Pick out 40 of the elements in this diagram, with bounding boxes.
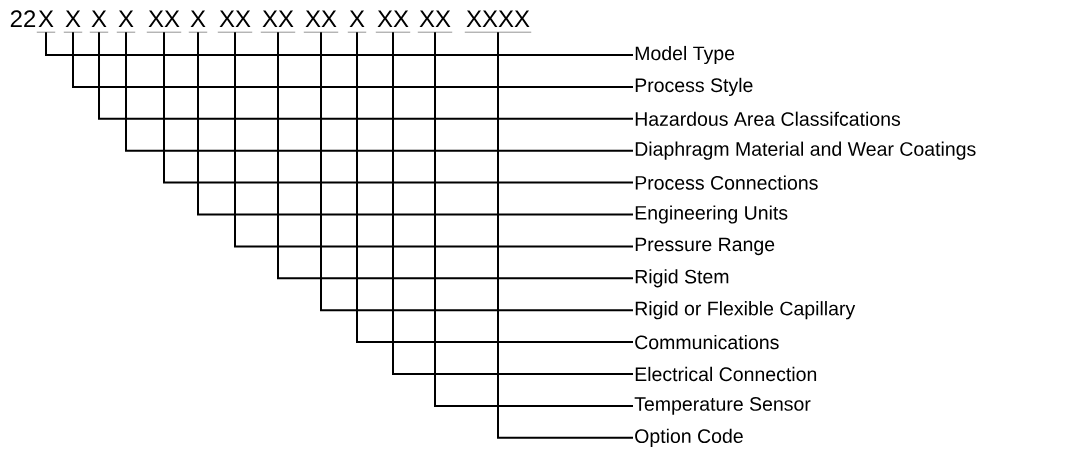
code-segment: X [116, 10, 136, 33]
leader-line [125, 31, 634, 152]
field-label: Communications [635, 334, 779, 350]
leader-line [45, 31, 634, 56]
leader-line [72, 31, 634, 88]
leader-line [277, 31, 634, 280]
code-segment: XX [303, 10, 339, 33]
code-segment: XX [375, 10, 411, 33]
code-segment: X [347, 10, 367, 33]
code-segment: XX [417, 10, 453, 33]
code-segment: XX [260, 10, 296, 33]
code-segment: XX [217, 10, 253, 33]
leader-line [163, 31, 634, 184]
field-label: Pressure Range [635, 237, 775, 256]
field-label: Electrical Connection [635, 366, 817, 382]
field-label: Process Style [635, 77, 753, 96]
field-label: Rigid or Flexible Capillary [635, 301, 856, 320]
field-label: Process Connections [635, 175, 818, 190]
code-segment: X [89, 10, 109, 33]
field-label: Model Type [635, 45, 735, 65]
field-label: Temperature Sensor [634, 397, 811, 415]
code-segment: XX [146, 10, 182, 33]
code-segment: XXXX [464, 10, 532, 33]
leader-line [434, 31, 634, 407]
field-label: Option Code [635, 428, 743, 447]
leader-line [197, 31, 634, 216]
leader-line [320, 31, 634, 312]
code-segment: X [36, 10, 56, 33]
code-segment: X [63, 10, 83, 33]
field-label: Hazardous Area Classifcations [635, 111, 901, 126]
leader-line [356, 31, 634, 344]
leader-line [98, 31, 634, 120]
code-prefix: 22 [10, 10, 36, 27]
leader-line [392, 31, 634, 375]
leader-line [497, 31, 634, 439]
leader-line [234, 31, 634, 248]
field-label: Engineering Units [635, 205, 788, 224]
field-label: Rigid Stem [635, 269, 729, 288]
code-segment: X [188, 10, 208, 33]
field-label: Diaphragm Material and Wear Coatings [635, 141, 976, 160]
